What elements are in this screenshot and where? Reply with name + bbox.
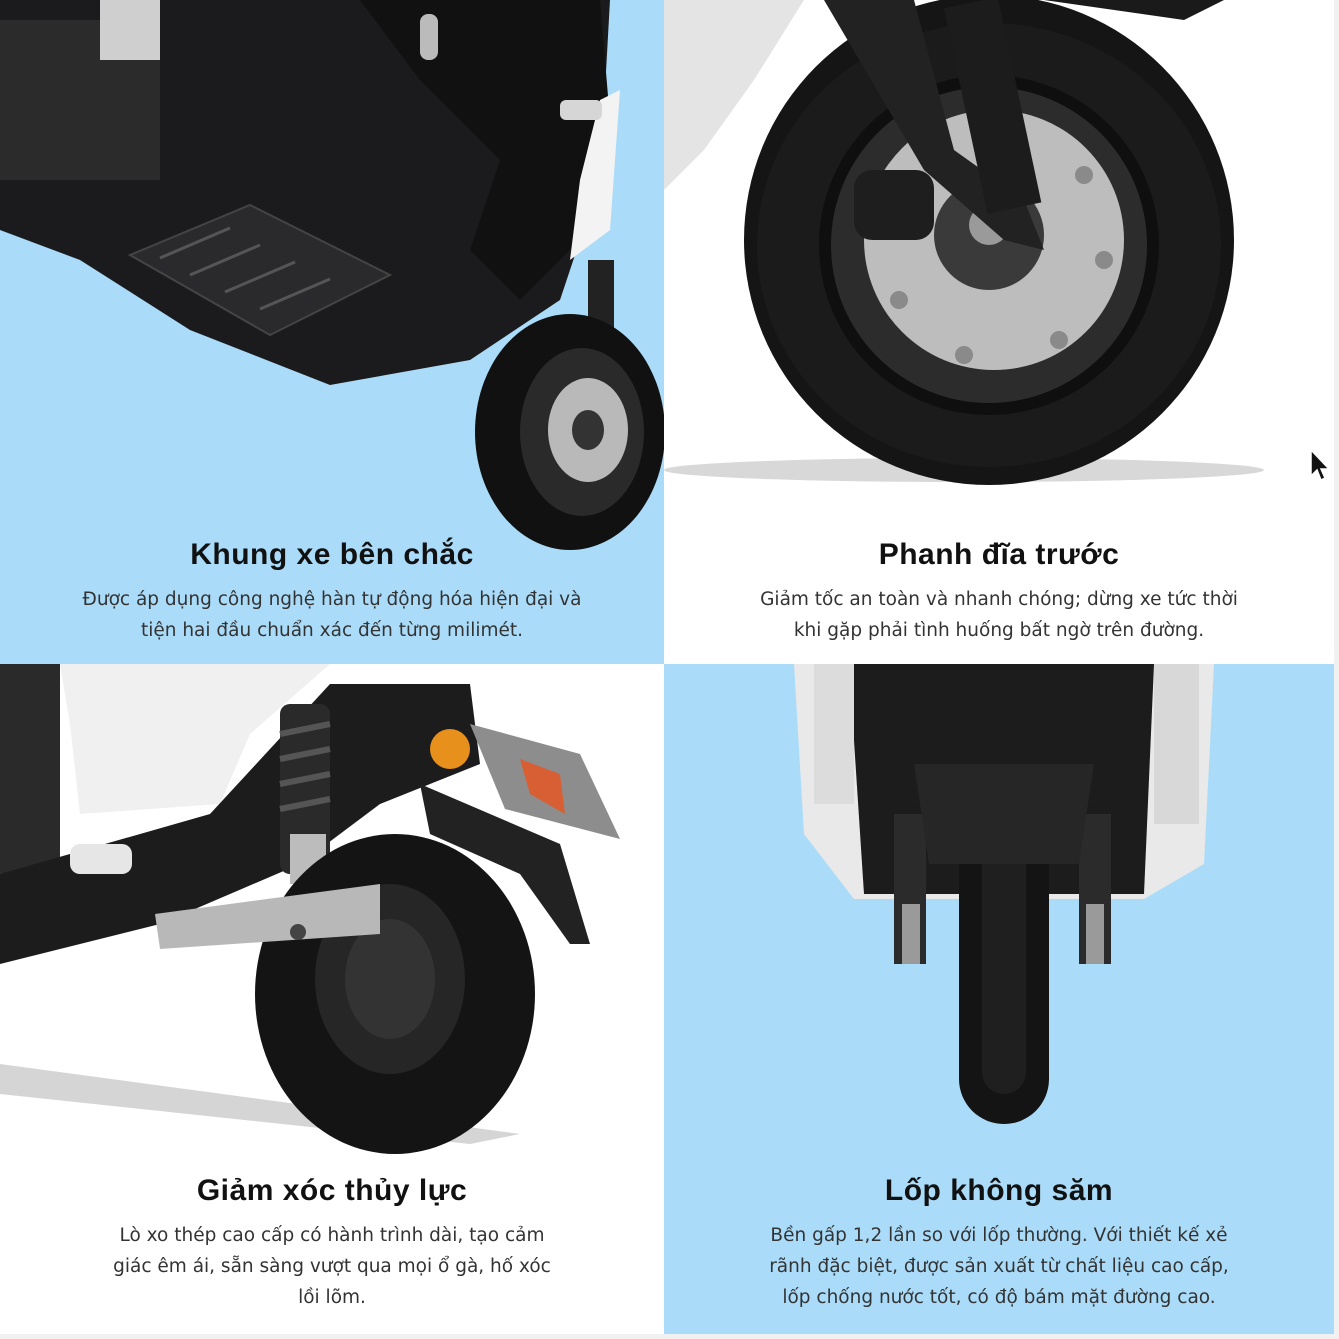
rear-shock-image	[0, 664, 664, 1334]
mouse-cursor-icon	[1310, 448, 1331, 482]
feature-title: Khung xe bên chắc	[190, 538, 474, 571]
feature-caption: Giảm xóc thủy lực Lò xo thép cao cấp có …	[0, 1174, 664, 1313]
feature-card-tire: Lốp không săm Bền gấp 1,2 lần so với lốp…	[664, 664, 1334, 1334]
feature-description: Giảm tốc an toàn và nhanh chóng; dừng xe…	[760, 589, 1238, 641]
tubeless-tire-image	[664, 664, 1334, 1334]
front-brake-image	[664, 0, 1334, 664]
feature-description: Được áp dụng công nghệ hàn tự động hóa h…	[82, 589, 582, 641]
feature-description: Lò xo thép cao cấp có hành trình dài, tạ…	[113, 1225, 551, 1308]
page-edge	[0, 1334, 1339, 1339]
feature-card-shock: Giảm xóc thủy lực Lò xo thép cao cấp có …	[0, 664, 664, 1334]
feature-description: Bền gấp 1,2 lần so với lốp thường. Với t…	[769, 1225, 1229, 1308]
page-edge	[1334, 0, 1339, 1339]
feature-title: Giảm xóc thủy lực	[196, 1174, 468, 1207]
feature-title: Phanh đĩa trước	[878, 538, 1120, 571]
feature-card-frame: Khung xe bên chắc Được áp dụng công nghệ…	[0, 0, 664, 664]
feature-caption: Lốp không săm Bền gấp 1,2 lần so với lốp…	[664, 1174, 1334, 1313]
scooter-frame-image	[0, 0, 664, 664]
feature-card-disc-brake: Phanh đĩa trước Giảm tốc an toàn và nhan…	[664, 0, 1334, 664]
feature-caption: Khung xe bên chắc Được áp dụng công nghệ…	[0, 538, 664, 646]
feature-caption: Phanh đĩa trước Giảm tốc an toàn và nhan…	[664, 538, 1334, 646]
feature-title: Lốp không săm	[884, 1174, 1114, 1207]
